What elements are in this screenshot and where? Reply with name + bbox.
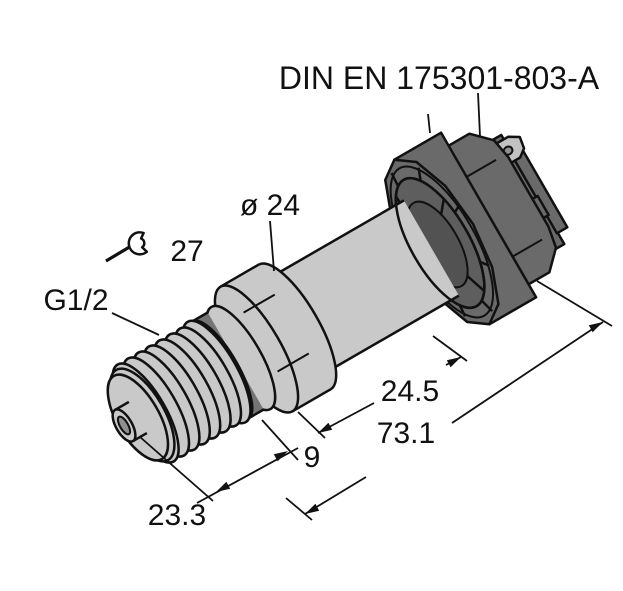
arrow-thread-left <box>216 481 231 492</box>
dim-hex-width: 9 <box>304 441 321 474</box>
arrow-connector-left <box>318 422 333 433</box>
port-hole <box>116 415 132 436</box>
diameter-label: ø 24 <box>240 189 300 222</box>
extension-line-hex-end <box>297 411 326 439</box>
hex-facet-lines <box>243 293 310 373</box>
extension-line-connector-end <box>536 280 613 327</box>
arrow-total-left <box>305 503 320 514</box>
dim-line-thread-hex <box>196 447 299 504</box>
diameter-leader-line <box>269 220 275 272</box>
arrow-hex-right <box>273 451 288 462</box>
arrow-total-right <box>588 322 603 333</box>
dim-thread-length: 23.3 <box>148 499 206 532</box>
thread-leader-line <box>111 312 160 336</box>
cup-rim-over-body <box>394 176 486 310</box>
thread-label: G1/2 <box>43 284 108 317</box>
wrench-size-label: 27 <box>170 235 203 268</box>
dim-connector-length: 24.5 <box>381 375 439 408</box>
extension-line-tip <box>139 436 214 502</box>
extension-line-total <box>285 497 313 521</box>
connector-standard-label: DIN EN 175301-803-A <box>279 60 600 96</box>
extension-line-thread-end <box>261 419 299 461</box>
din-leader-line <box>427 92 481 137</box>
pressure-port <box>111 400 148 443</box>
wrench-icon <box>105 231 149 263</box>
extension-line-connector-start <box>432 335 468 362</box>
arrow-connector-right <box>446 357 461 368</box>
sensor-device <box>106 131 569 464</box>
dimension-arrowheads <box>216 322 603 514</box>
dim-total-length: 73.1 <box>377 417 435 450</box>
